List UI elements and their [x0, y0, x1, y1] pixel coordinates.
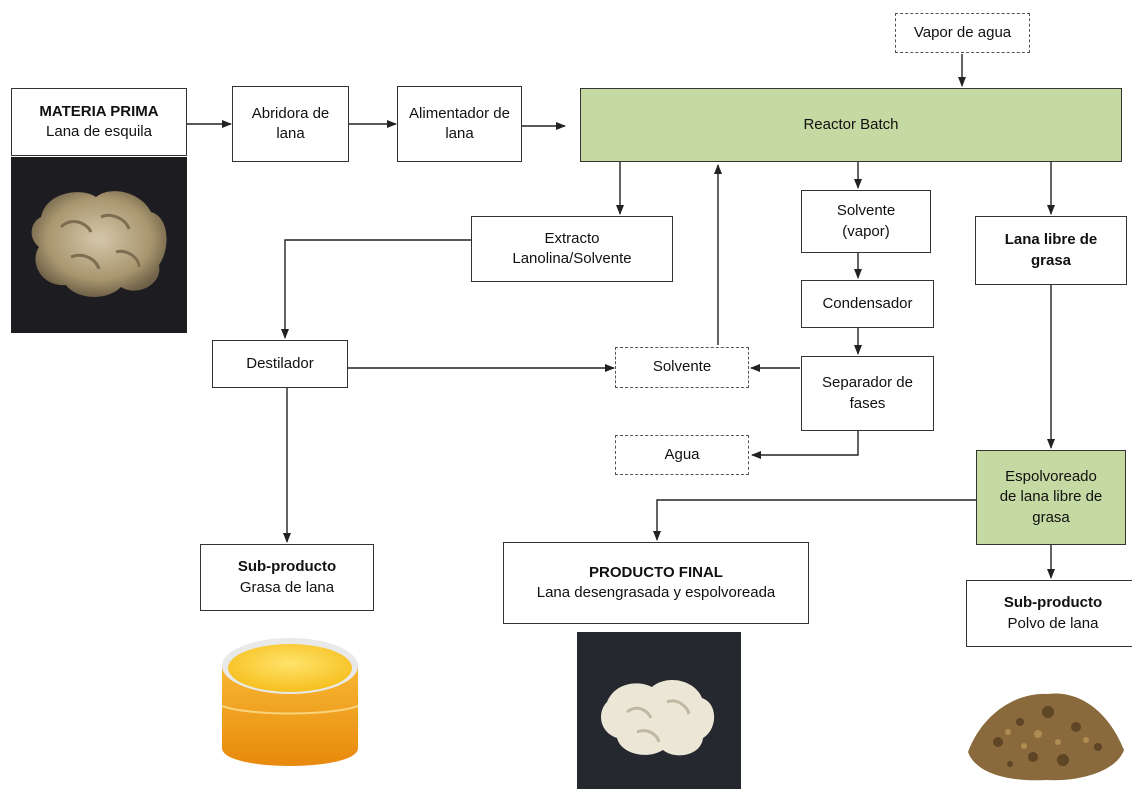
wool-grease-jar-photo — [210, 622, 370, 780]
subproducto-polvo-title: Sub-producto — [1003, 594, 1103, 612]
espolvoreado-box: Espolvoreado de lana libre de grasa — [976, 450, 1126, 545]
solvente-vapor-line1: Solvente — [836, 202, 896, 220]
materia-prima-title: MATERIA PRIMA — [39, 102, 159, 120]
separador-line2: fases — [849, 394, 886, 412]
raw-wool-photo — [11, 157, 187, 333]
extracto-box: Extracto Lanolina/Solvente — [471, 216, 673, 282]
separador-box: Separador de fases — [801, 356, 934, 431]
alimentador-label: Alimentador de lana — [409, 104, 510, 142]
condensador-label: Condensador — [822, 294, 913, 312]
materia-prima-box: MATERIA PRIMA Lana de esquila — [11, 88, 187, 156]
espolvoreado-line1: Espolvoreado — [1005, 468, 1097, 486]
arrow-espolvoreado-to-producto-final — [653, 499, 976, 541]
lana-libre-line1: Lana libre de — [1004, 231, 1098, 249]
wool-powder-photo — [958, 672, 1132, 789]
solvente-box: Solvente — [615, 347, 749, 388]
subproducto-polvo-box: Sub-producto Polvo de lana — [966, 580, 1132, 647]
subproducto-grasa-box: Sub-producto Grasa de lana — [200, 544, 374, 611]
reactor-batch-label: Reactor Batch — [803, 115, 899, 133]
espolvoreado-line2: de lana libre de — [999, 488, 1103, 506]
arrow-separador-to-agua — [751, 431, 859, 459]
abridora-box: Abridora de lana — [232, 86, 349, 162]
producto-final-title: PRODUCTO FINAL — [589, 563, 723, 581]
extracto-line2: Lanolina/Solvente — [512, 250, 632, 267]
separador-line1: Separador de — [822, 374, 913, 392]
subproducto-polvo-subtitle: Polvo de lana — [1007, 614, 1099, 632]
destilador-label: Destilador — [246, 354, 314, 372]
agua-box: Agua — [615, 435, 749, 475]
solvente-label: Solvente — [652, 358, 712, 376]
espolvoreado-line3: grasa — [1032, 508, 1070, 526]
materia-prima-subtitle: Lana de esquila — [46, 123, 152, 140]
destilador-box: Destilador — [212, 340, 348, 388]
reactor-batch-box: Reactor Batch — [580, 88, 1122, 162]
alimentador-box: Alimentador de lana — [397, 86, 522, 162]
arrow-extracto-to-destilador — [281, 239, 471, 339]
producto-final-subtitle: Lana desengrasada y espolvoreada — [536, 584, 776, 601]
subproducto-grasa-title: Sub-producto — [237, 558, 337, 576]
degreased-wool-photo — [577, 632, 741, 789]
subproducto-grasa-subtitle: Grasa de lana — [239, 578, 335, 596]
vapor-agua-label: Vapor de agua — [913, 23, 1012, 41]
vapor-agua-box: Vapor de agua — [895, 13, 1030, 53]
condensador-box: Condensador — [801, 280, 934, 328]
abridora-label: Abridora de lana — [251, 104, 330, 142]
extracto-line1: Extracto — [544, 229, 600, 247]
producto-final-box: PRODUCTO FINAL Lana desengrasada y espol… — [503, 542, 809, 624]
lana-libre-line2: grasa — [1030, 251, 1072, 269]
lana-libre-box: Lana libre de grasa — [975, 216, 1127, 285]
solvente-vapor-box: Solvente (vapor) — [801, 190, 931, 253]
solvente-vapor-line2: (vapor) — [842, 222, 890, 240]
agua-label: Agua — [664, 445, 700, 463]
